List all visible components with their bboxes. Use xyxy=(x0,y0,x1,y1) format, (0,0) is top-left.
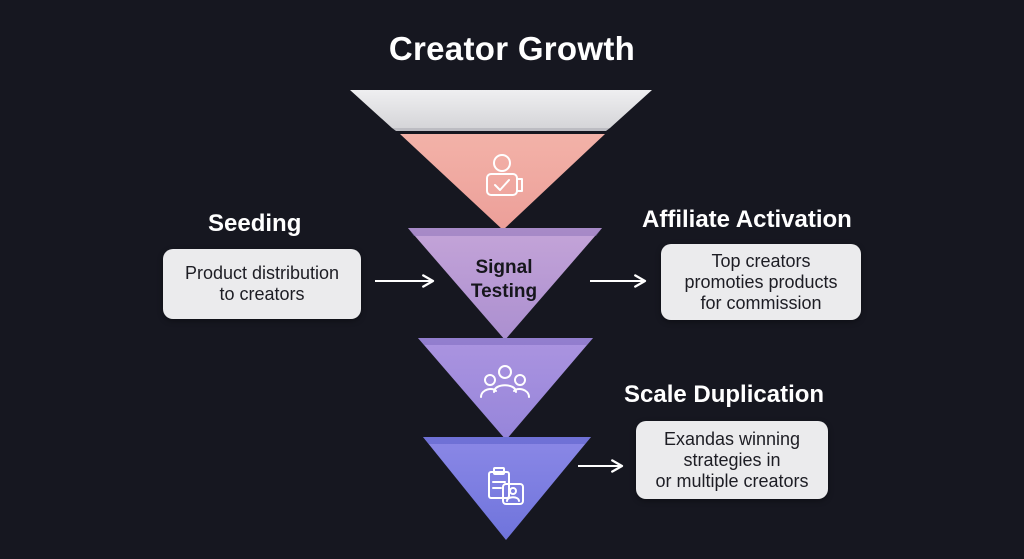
clipboard-profile-icon xyxy=(488,467,524,505)
scale-duplication-heading: Scale Duplication xyxy=(624,381,825,408)
user-check-icon xyxy=(486,154,523,196)
team-group-icon xyxy=(480,365,530,398)
diagram-title: Creator Growth xyxy=(388,30,636,67)
funnel-tier-5 xyxy=(423,437,591,540)
seeding-heading: Seeding xyxy=(208,210,302,237)
funnel-tier-4-rim xyxy=(418,338,593,345)
seeding-description: Product distribution to creators xyxy=(184,263,340,304)
funnel-tier-3 xyxy=(408,228,602,340)
scale-duplication-description: Exandas winning strategies in or multipl… xyxy=(655,428,809,491)
funnel-tier-2 xyxy=(400,134,605,230)
funnel-tier-1 xyxy=(350,90,652,128)
affiliate-activation-description: Top creators promoties products for comm… xyxy=(684,250,838,313)
funnel-tier-3-rim xyxy=(408,228,602,236)
scale-duplication-description-box: Exandas winning strategies in or multipl… xyxy=(636,421,828,499)
affiliate-activation-description-box: Top creators promoties products for comm… xyxy=(661,244,861,320)
seeding-description-box: Product distribution to creators xyxy=(163,249,361,319)
funnel-tier-1-bevel xyxy=(392,128,610,131)
affiliate-activation-heading: Affiliate Activation xyxy=(642,206,852,233)
signal-testing-label: Signal Testing xyxy=(470,257,538,302)
funnel-tier-5-rim xyxy=(423,437,591,444)
funnel-tier-4 xyxy=(418,338,593,440)
